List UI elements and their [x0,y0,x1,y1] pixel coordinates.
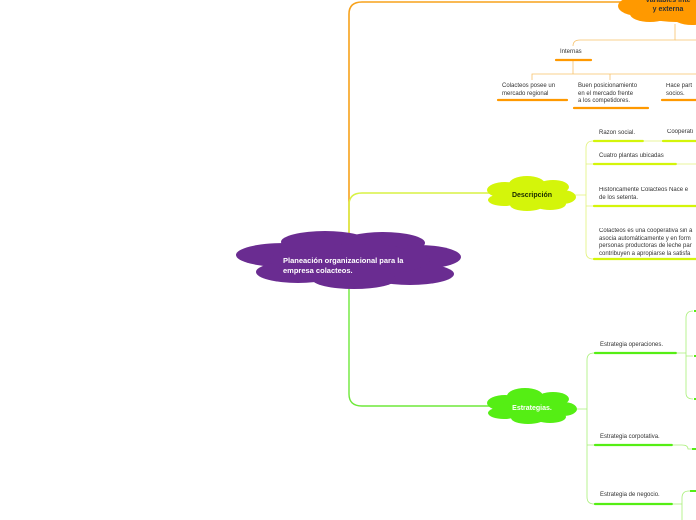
connector-internas-items [531,60,696,80]
connector-estrategias-items [575,352,595,505]
estr-item-corporativa[interactable]: Estrategia corpotativa. [600,434,660,440]
desc-subitem-cooperativa[interactable]: Cooperati [667,129,694,135]
connector-descripcion-items [574,140,594,260]
estr-item-negocio[interactable]: Estrategia de negocio. [600,492,660,498]
connector-estr-ops-children [676,310,694,400]
variables-cloud[interactable] [618,0,696,25]
root-node-label[interactable]: Planeación organizacional para la empres… [283,256,404,275]
interna-item-1[interactable]: Colacteos posee un mercado regional [502,83,556,97]
desc-item-historia[interactable]: Históricamente Colacteos Nace e de los s… [599,187,689,201]
estrategias-cloud[interactable] [487,388,577,424]
internas-node-label[interactable]: Internas [560,49,582,55]
desc-item-cooperativa[interactable]: Colacteos es una cooperativa sin á asoci… [599,228,693,257]
connector-variables-internas [572,24,676,47]
descripcion-cloud[interactable] [487,176,576,211]
interna-item-3[interactable]: Hace part socios. [666,83,693,97]
descripcion-node-label[interactable]: Descripción [511,192,553,199]
estrategias-node-label[interactable]: Estrategias. [512,405,552,412]
branch-line-variables [348,1,630,240]
connector-estr-neg-children [672,490,696,520]
branch-line-estrategias [348,285,492,407]
branch-line-descripcion [348,192,492,240]
root-cloud[interactable] [236,231,461,289]
desc-item-plantas[interactable]: Cuatro plantas ubicadas [599,153,664,159]
estr-item-operaciones[interactable]: Estrategia operaciones. [600,342,664,348]
variables-node-label[interactable]: Variables inte y externa [645,0,691,13]
interna-item-2[interactable]: Buen posicionamiento en el mercado frent… [578,83,638,104]
desc-item-razon-social[interactable]: Razon social. [599,130,636,136]
connector-estr-corp-child [672,444,696,450]
